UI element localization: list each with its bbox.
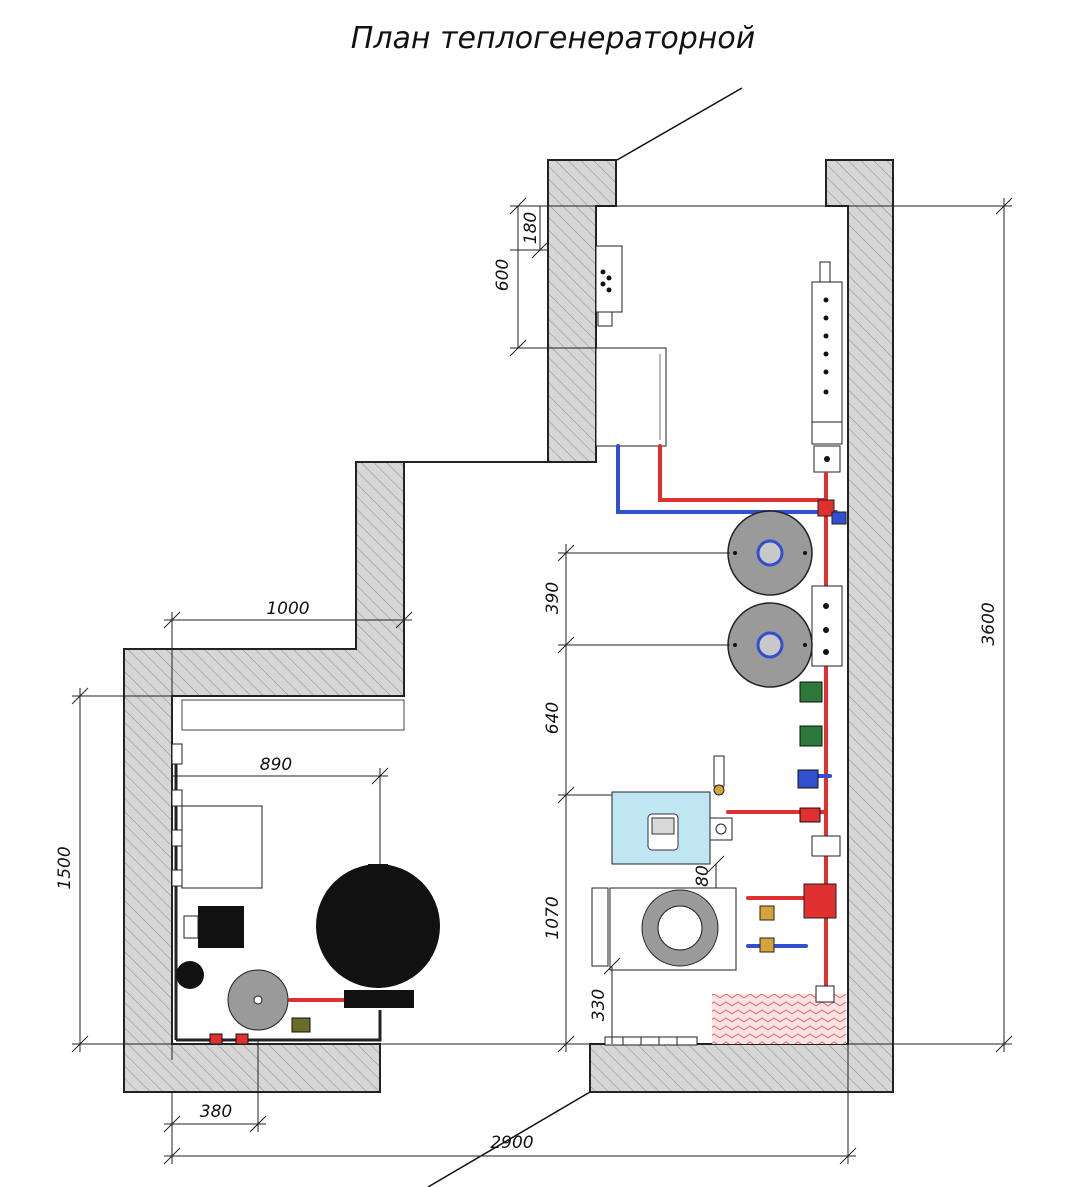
electric-boiler-box: [595, 347, 667, 447]
dim-2900: 2900: [490, 1133, 533, 1153]
section-line-bottom: [427, 1091, 591, 1187]
dim-380: 380: [200, 1102, 232, 1122]
dim-890: 890: [260, 755, 292, 775]
expansion-vessel-left: [227, 969, 289, 1031]
dim-3600: 3600: [979, 602, 999, 645]
riser-fittings: [759, 499, 847, 1003]
dim-180: 180: [521, 212, 541, 244]
controller-unit: [611, 755, 733, 865]
dim-330: 330: [589, 989, 609, 1021]
plan-title: План теплогенераторной: [351, 21, 755, 56]
left-wall-pipework: [171, 743, 382, 1045]
floor-drain-grate: [604, 1036, 698, 1046]
collector-manifold-top: [811, 261, 843, 473]
dim-640: 640: [543, 702, 563, 734]
expansion-vessel-upper: [727, 510, 813, 596]
expansion-vessel-lower: [727, 602, 813, 688]
storage-tank: [316, 864, 440, 1008]
dimension-lines: [71, 197, 1013, 1165]
dim-80: 80: [693, 865, 713, 887]
wall-boiler-unit: [595, 245, 623, 327]
dim-1500: 1500: [55, 846, 75, 889]
ceiling-opening: [181, 699, 405, 731]
dim-1070: 1070: [543, 896, 563, 939]
dim-1000: 1000: [266, 599, 309, 619]
dim-390: 390: [543, 582, 563, 614]
dim-600: 600: [493, 259, 513, 291]
solid-fuel-boiler: [591, 887, 737, 971]
section-line-top: [616, 87, 743, 161]
